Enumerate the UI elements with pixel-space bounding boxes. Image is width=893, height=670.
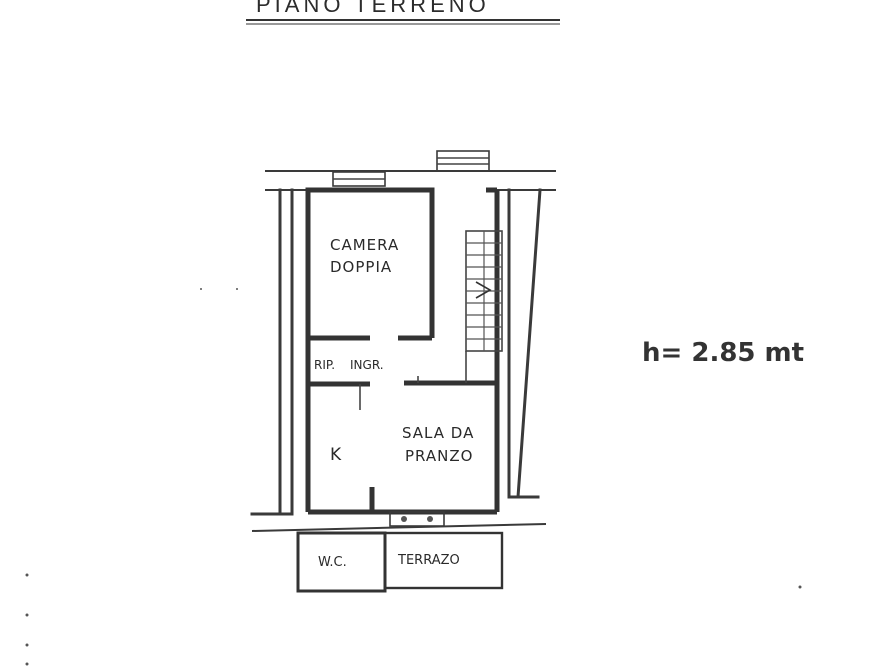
plan-title: PIANO TERRENO <box>256 0 490 17</box>
right-exterior-wall <box>516 188 542 499</box>
stair-arrow-icon <box>475 281 492 299</box>
room-label-kitchen: K <box>330 445 342 465</box>
bottom-facade-line <box>251 523 547 532</box>
room-label-wc: W.C. <box>318 555 347 570</box>
stair-treads <box>466 231 502 351</box>
room-label-rip: RIP. <box>314 358 335 372</box>
room-label-camera-line2: DOPPIA <box>330 258 392 276</box>
room-label-sala-line1: SALA DA <box>402 424 474 442</box>
room-label-camera-line1: CAMERA <box>330 236 399 254</box>
bottom-balcony-door <box>389 511 445 527</box>
terrazzo-area <box>383 531 504 590</box>
room-label-terrazzo: TERRAZO <box>397 553 460 568</box>
room-label-sala-line2: PRANZO <box>405 447 473 465</box>
entrance-step <box>436 150 490 172</box>
ceiling-height-label: h= 2.85 mt <box>642 338 804 368</box>
camera-outer-wall <box>305 187 435 338</box>
room-label-ingr: INGR. <box>350 358 384 372</box>
scan-specks <box>25 288 802 666</box>
